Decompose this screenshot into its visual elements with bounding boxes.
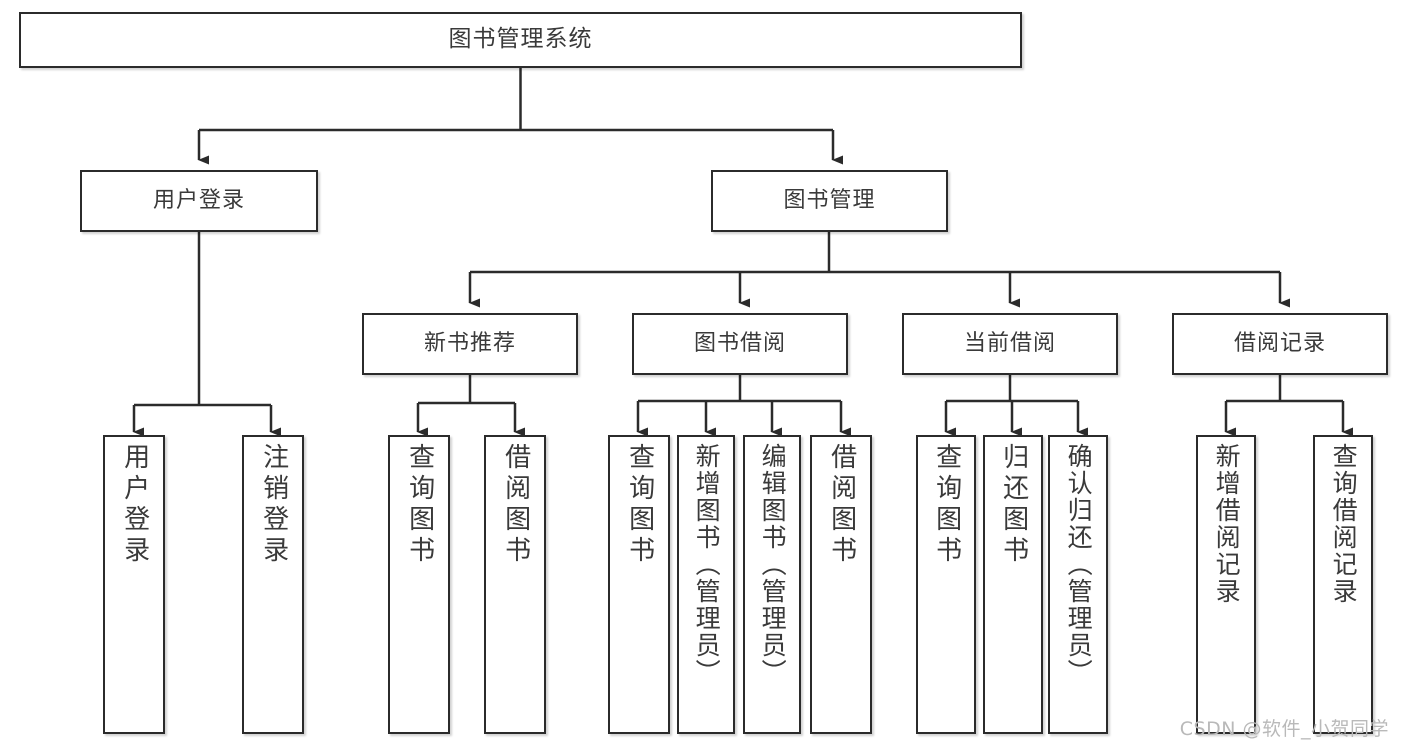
node-label: 当前借阅 [963, 331, 1056, 357]
leaf-edit-book-admin[interactable]: 编辑图书（管理员） [743, 435, 801, 734]
leaf-query-book-borrow[interactable]: 查询图书 [608, 435, 670, 734]
node-book-management[interactable]: 图书管理 [711, 170, 948, 232]
node-label: 新增图书（管理员） [692, 443, 722, 686]
node-label: 查询图书 [404, 443, 435, 567]
node-label: 借阅记录 [1233, 331, 1326, 357]
node-label: 图书管理系统 [448, 26, 593, 53]
leaf-add-borrow-record[interactable]: 新增借阅记录 [1196, 435, 1256, 734]
node-label: 查询图书 [624, 443, 655, 567]
node-book-borrow[interactable]: 图书借阅 [632, 313, 848, 375]
node-label: 新书推荐 [423, 331, 516, 357]
leaf-query-borrow-record[interactable]: 查询借阅记录 [1313, 435, 1373, 734]
node-label: 图书借阅 [693, 331, 786, 357]
node-current-borrow[interactable]: 当前借阅 [902, 313, 1118, 375]
leaf-borrow-book[interactable]: 借阅图书 [810, 435, 872, 734]
leaf-borrow-book-recommend[interactable]: 借阅图书 [484, 435, 546, 734]
leaf-logout[interactable]: 注销登录 [242, 435, 304, 734]
leaf-user-login[interactable]: 用户登录 [103, 435, 165, 734]
leaf-return-book[interactable]: 归还图书 [983, 435, 1043, 734]
node-label: 查询借阅记录 [1329, 443, 1359, 605]
node-user-login[interactable]: 用户登录 [80, 170, 318, 232]
node-label: 图书管理 [783, 188, 876, 214]
csdn-watermark: CSDN @软件_小贺同学 [1179, 718, 1389, 740]
node-label: 用户登录 [152, 188, 245, 214]
node-label: 借阅图书 [500, 443, 531, 567]
node-label: 确认归还（管理员） [1064, 443, 1094, 686]
node-label: 注销登录 [258, 443, 289, 567]
node-borrow-record[interactable]: 借阅记录 [1172, 313, 1388, 375]
leaf-query-book-recommend[interactable]: 查询图书 [388, 435, 450, 734]
node-label: 归还图书 [998, 443, 1029, 567]
leaf-add-book-admin[interactable]: 新增图书（管理员） [677, 435, 735, 734]
node-label: 借阅图书 [826, 443, 857, 567]
node-root-system[interactable]: 图书管理系统 [19, 12, 1022, 68]
node-label: 新增借阅记录 [1212, 443, 1242, 605]
node-label: 编辑图书（管理员） [758, 443, 788, 686]
node-label: 用户登录 [119, 443, 150, 567]
node-label: 查询图书 [931, 443, 962, 567]
leaf-confirm-return-admin[interactable]: 确认归还（管理员） [1048, 435, 1108, 734]
node-new-book-recommend[interactable]: 新书推荐 [362, 313, 578, 375]
leaf-query-book-current[interactable]: 查询图书 [916, 435, 976, 734]
